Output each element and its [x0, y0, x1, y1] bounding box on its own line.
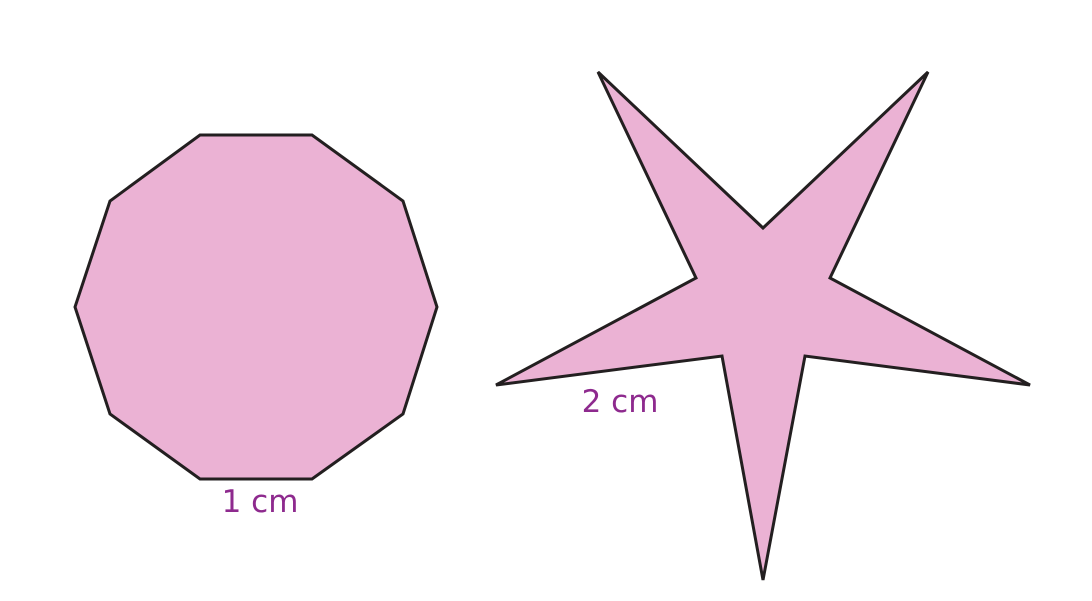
star-side-length-label: 2 cm: [582, 384, 659, 420]
regular-decagon: [73, 133, 439, 481]
decagon-side-length-label: 1 cm: [222, 484, 299, 520]
five-pointed-star: [495, 70, 1031, 581]
